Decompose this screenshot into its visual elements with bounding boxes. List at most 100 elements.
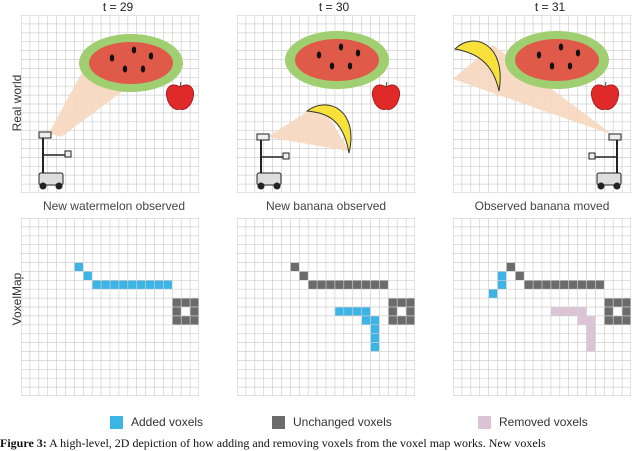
voxel-added	[118, 280, 128, 290]
banana	[453, 40, 501, 92]
voxel-unchanged	[326, 280, 335, 290]
voxel-added	[370, 324, 380, 334]
figure-caption: Figure 3: A high-level, 2D depiction of …	[0, 436, 640, 451]
voxel-unchanged	[613, 298, 623, 307]
figure-caption-label: Figure 3:	[0, 436, 47, 450]
banana	[305, 104, 352, 154]
legend-label-added: Added voxels	[131, 415, 204, 429]
voxel-removed	[550, 307, 560, 316]
apple	[165, 84, 195, 110]
legend-item-removed: Removed voxels	[478, 414, 588, 430]
voxel-unchanged	[172, 298, 182, 307]
voxel-unchanged	[586, 280, 596, 290]
caption-panel-3: Observed banana moved	[474, 199, 610, 213]
apple	[590, 84, 620, 110]
voxel-added	[74, 262, 84, 272]
voxel-unchanged	[190, 307, 199, 316]
voxel-unchanged	[172, 315, 182, 325]
legend-swatch-removed	[478, 415, 491, 429]
voxel-cells	[488, 262, 631, 352]
real-world-panel-2	[237, 15, 415, 193]
voxel-unchanged	[317, 280, 326, 290]
voxel-added	[370, 315, 380, 325]
voxel-removed	[586, 324, 596, 334]
legend-label-unchanged: Unchanged voxels	[293, 415, 392, 429]
legend-item-unchanged: Unchanged voxels	[272, 414, 392, 430]
voxel-added	[361, 307, 371, 316]
voxel-added	[83, 271, 93, 281]
voxel-added	[154, 280, 164, 290]
voxel-unchanged	[613, 315, 623, 325]
voxel-grid	[453, 218, 631, 396]
voxel-removed	[586, 315, 596, 325]
real-world-panel-3	[453, 15, 631, 193]
robot	[38, 131, 72, 190]
voxel-unchanged	[515, 271, 525, 281]
voxel-unchanged	[379, 280, 389, 290]
voxel-unchanged	[181, 315, 191, 325]
voxel-unchanged	[299, 271, 309, 281]
voxel-unchanged	[524, 280, 534, 290]
figure-caption-text: A high-level, 2D depiction of how adding…	[49, 436, 546, 450]
voxelmap-panel-3	[453, 218, 631, 396]
voxel-unchanged	[533, 280, 542, 290]
legend-swatch-added	[110, 415, 123, 429]
voxel-unchanged	[604, 298, 614, 307]
apple	[371, 84, 401, 110]
voxel-added	[497, 271, 507, 281]
voxel-unchanged	[388, 315, 398, 325]
voxel-added	[352, 307, 362, 316]
time-label-1: t = 29	[102, 0, 134, 14]
voxel-added	[488, 289, 498, 299]
voxel-added	[110, 280, 119, 290]
robot	[256, 133, 290, 190]
voxel-unchanged	[622, 315, 631, 325]
caption-panel-1: New watermelon observed	[42, 199, 186, 213]
voxel-removed	[586, 342, 596, 352]
voxel-removed	[577, 315, 587, 325]
voxel-unchanged	[181, 298, 191, 307]
legend-item-added: Added voxels	[110, 414, 203, 430]
voxel-unchanged	[388, 298, 398, 307]
voxel-added	[370, 333, 380, 343]
voxel-unchanged	[406, 298, 415, 307]
voxel-unchanged	[190, 298, 199, 307]
voxel-unchanged	[397, 298, 407, 307]
voxel-unchanged	[172, 307, 182, 316]
voxel-added	[343, 307, 353, 316]
watermelon-seeds	[109, 46, 154, 73]
voxel-cells	[290, 262, 415, 352]
voxel-unchanged	[406, 315, 415, 325]
camera-view-cone	[267, 103, 349, 151]
voxel-unchanged	[604, 307, 614, 316]
real-world-panel-1	[21, 15, 199, 193]
voxel-unchanged	[190, 315, 199, 325]
time-label-3: t = 31	[534, 0, 566, 14]
voxel-unchanged	[559, 280, 569, 290]
voxel-added	[127, 280, 137, 290]
voxel-unchanged	[506, 262, 516, 272]
voxelmap-panel-2	[237, 218, 415, 396]
voxel-removed	[586, 333, 596, 343]
legend-label-removed: Removed voxels	[499, 415, 588, 429]
voxel-cells	[74, 262, 199, 325]
voxel-unchanged	[568, 280, 578, 290]
voxel-grid	[21, 218, 199, 396]
voxel-unchanged	[290, 262, 300, 272]
voxel-added	[136, 280, 146, 290]
voxel-added	[101, 280, 110, 290]
voxel-unchanged	[397, 315, 407, 325]
voxel-unchanged	[334, 280, 344, 290]
voxel-unchanged	[622, 298, 631, 307]
watermelon-flesh	[295, 39, 379, 81]
voxel-unchanged	[406, 307, 415, 316]
voxel-removed	[559, 307, 569, 316]
voxel-added	[361, 315, 371, 325]
voxel-added	[145, 280, 155, 290]
voxel-unchanged	[352, 280, 362, 290]
voxel-unchanged	[343, 280, 353, 290]
voxel-added	[334, 307, 344, 316]
caption-panel-2: New banana observed	[265, 199, 387, 213]
time-label-2: t = 30	[318, 0, 350, 14]
voxel-unchanged	[370, 280, 380, 290]
